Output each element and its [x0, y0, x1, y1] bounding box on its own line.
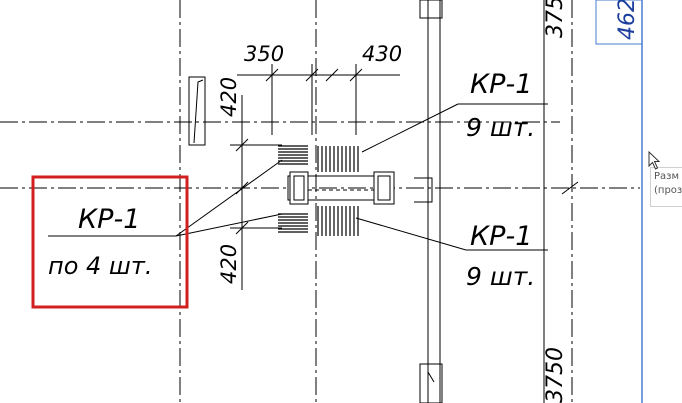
- blue-label-box: [595, 0, 643, 45]
- callout-qty-left: по 4 шт.: [48, 252, 152, 280]
- tooltip-line-2: (проз: [654, 185, 682, 196]
- tooltip-line-1: Разм: [654, 171, 680, 182]
- arrow-cursor-icon: [648, 151, 661, 170]
- rebar-group-upper-left: [278, 145, 308, 165]
- rebar-group-lower-left: [278, 213, 308, 233]
- node-left: [289, 171, 309, 205]
- column-top: [419, 0, 443, 19]
- column-bottom: [419, 363, 443, 403]
- dim-text-4620: 4620: [615, 0, 640, 40]
- dim-text-420-upper: 420: [217, 77, 241, 117]
- dim-text-3750-bottom: 3750: [543, 347, 568, 403]
- dim-text-3750-top: 3750: [543, 0, 568, 38]
- callout-mark-upper: КР-1: [470, 69, 532, 100]
- dim-text-430: 430: [362, 42, 402, 66]
- node-right: [373, 171, 395, 205]
- selection-highlight: [31, 175, 189, 309]
- node-left-inner: [293, 175, 305, 201]
- callout-qty-upper: 9 шт.: [466, 113, 535, 142]
- rebar-group-lower-right: [317, 206, 359, 236]
- rebar-group-upper-right: [317, 146, 359, 172]
- dim-text-350: 350: [244, 42, 284, 66]
- callout-mark-lower: КР-1: [470, 221, 532, 252]
- node-right-inner: [377, 175, 391, 201]
- dim-text-420-lower: 420: [217, 244, 241, 284]
- callout-mark-left: КР-1: [78, 204, 140, 235]
- small-element: [188, 76, 206, 146]
- callout-qty-lower: 9 шт.: [466, 262, 535, 291]
- dimension-tooltip: Разм (проз: [650, 167, 682, 207]
